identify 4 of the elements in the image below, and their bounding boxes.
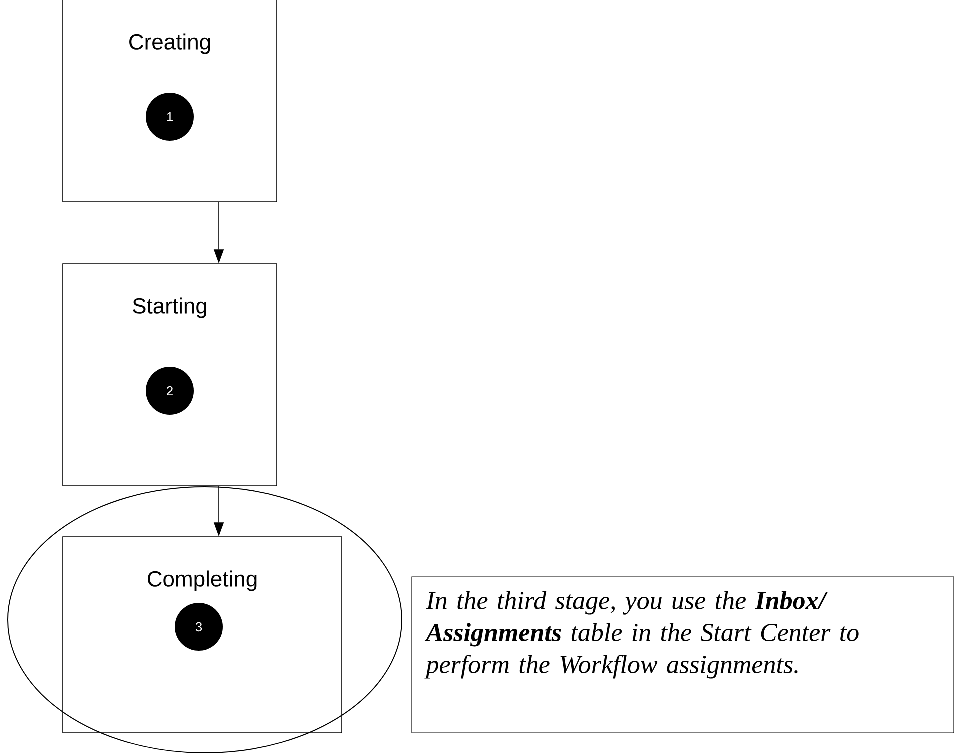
note-box: In the third stage, you use the Inbox/ Assignments table in the Start Center to perform the Workflow assignments. bbox=[412, 576, 954, 734]
step-number: 2 bbox=[146, 367, 194, 415]
step-number: 1 bbox=[146, 93, 194, 141]
step-number: 3 bbox=[175, 603, 223, 651]
